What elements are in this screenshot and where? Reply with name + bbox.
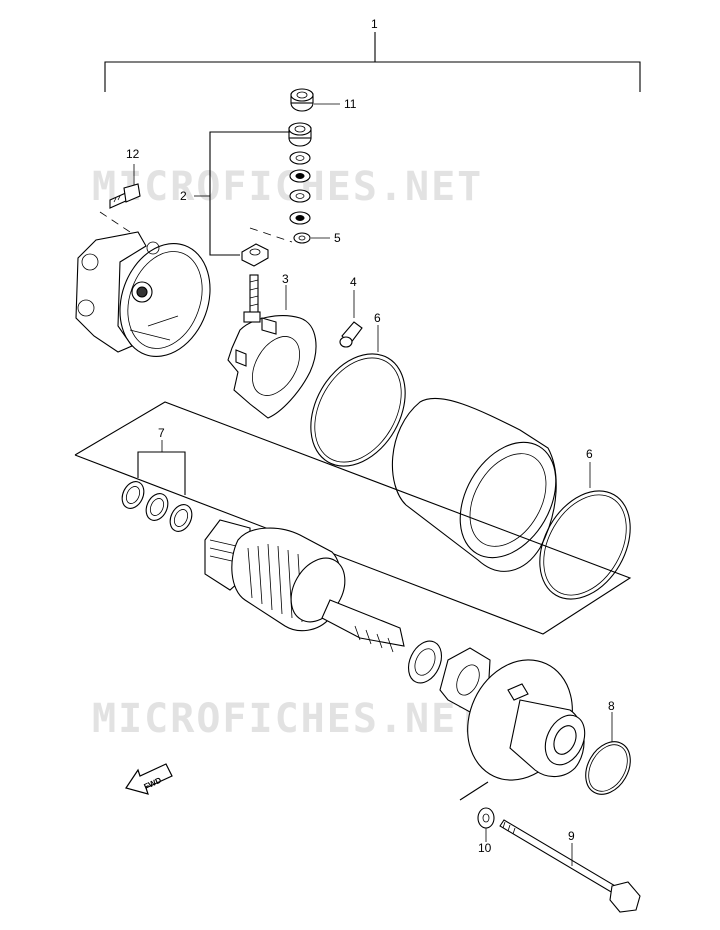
callout-8: 8 bbox=[608, 699, 615, 713]
callout-5: 5 bbox=[334, 231, 341, 245]
o-ring-part-8 bbox=[585, 741, 631, 795]
callout-7: 7 bbox=[158, 426, 165, 440]
through-bolt-part-9 bbox=[499, 819, 641, 913]
shims-part-7 bbox=[121, 481, 193, 532]
callout-9: 9 bbox=[568, 829, 575, 843]
front-housing bbox=[467, 659, 586, 781]
rear-housing bbox=[75, 231, 211, 358]
front-washer bbox=[407, 640, 443, 684]
assembly-bracket bbox=[104, 32, 641, 92]
callout-11: 11 bbox=[344, 97, 357, 111]
callout-2: 2 bbox=[180, 189, 187, 203]
callout-4: 4 bbox=[350, 275, 357, 289]
fwd-arrow-icon: FWD bbox=[125, 763, 173, 795]
screw-part-4 bbox=[339, 321, 363, 348]
callout-6-lower: 6 bbox=[586, 447, 593, 461]
nut-part-11 bbox=[290, 88, 314, 112]
o-ring-part-6-lower bbox=[539, 490, 631, 600]
callout-3: 3 bbox=[282, 272, 289, 286]
callout-6-upper: 6 bbox=[374, 311, 381, 325]
washer-part-5 bbox=[293, 232, 311, 244]
yoke-housing bbox=[391, 397, 557, 572]
armature bbox=[204, 519, 405, 653]
o-ring-part-6-upper bbox=[310, 353, 406, 467]
washer-part-10 bbox=[477, 807, 495, 829]
watermark-top: MICROFICHES.NET bbox=[92, 164, 483, 210]
bolt-part-12 bbox=[109, 183, 141, 209]
callout-12: 12 bbox=[126, 147, 140, 161]
callout-1: 1 bbox=[371, 17, 378, 31]
callout-10: 10 bbox=[478, 841, 492, 855]
watermark-bottom: MICROFICHES.NET bbox=[92, 696, 483, 742]
brush-holder-part-3 bbox=[227, 274, 317, 419]
terminal-hardware-part-2 bbox=[241, 122, 312, 267]
